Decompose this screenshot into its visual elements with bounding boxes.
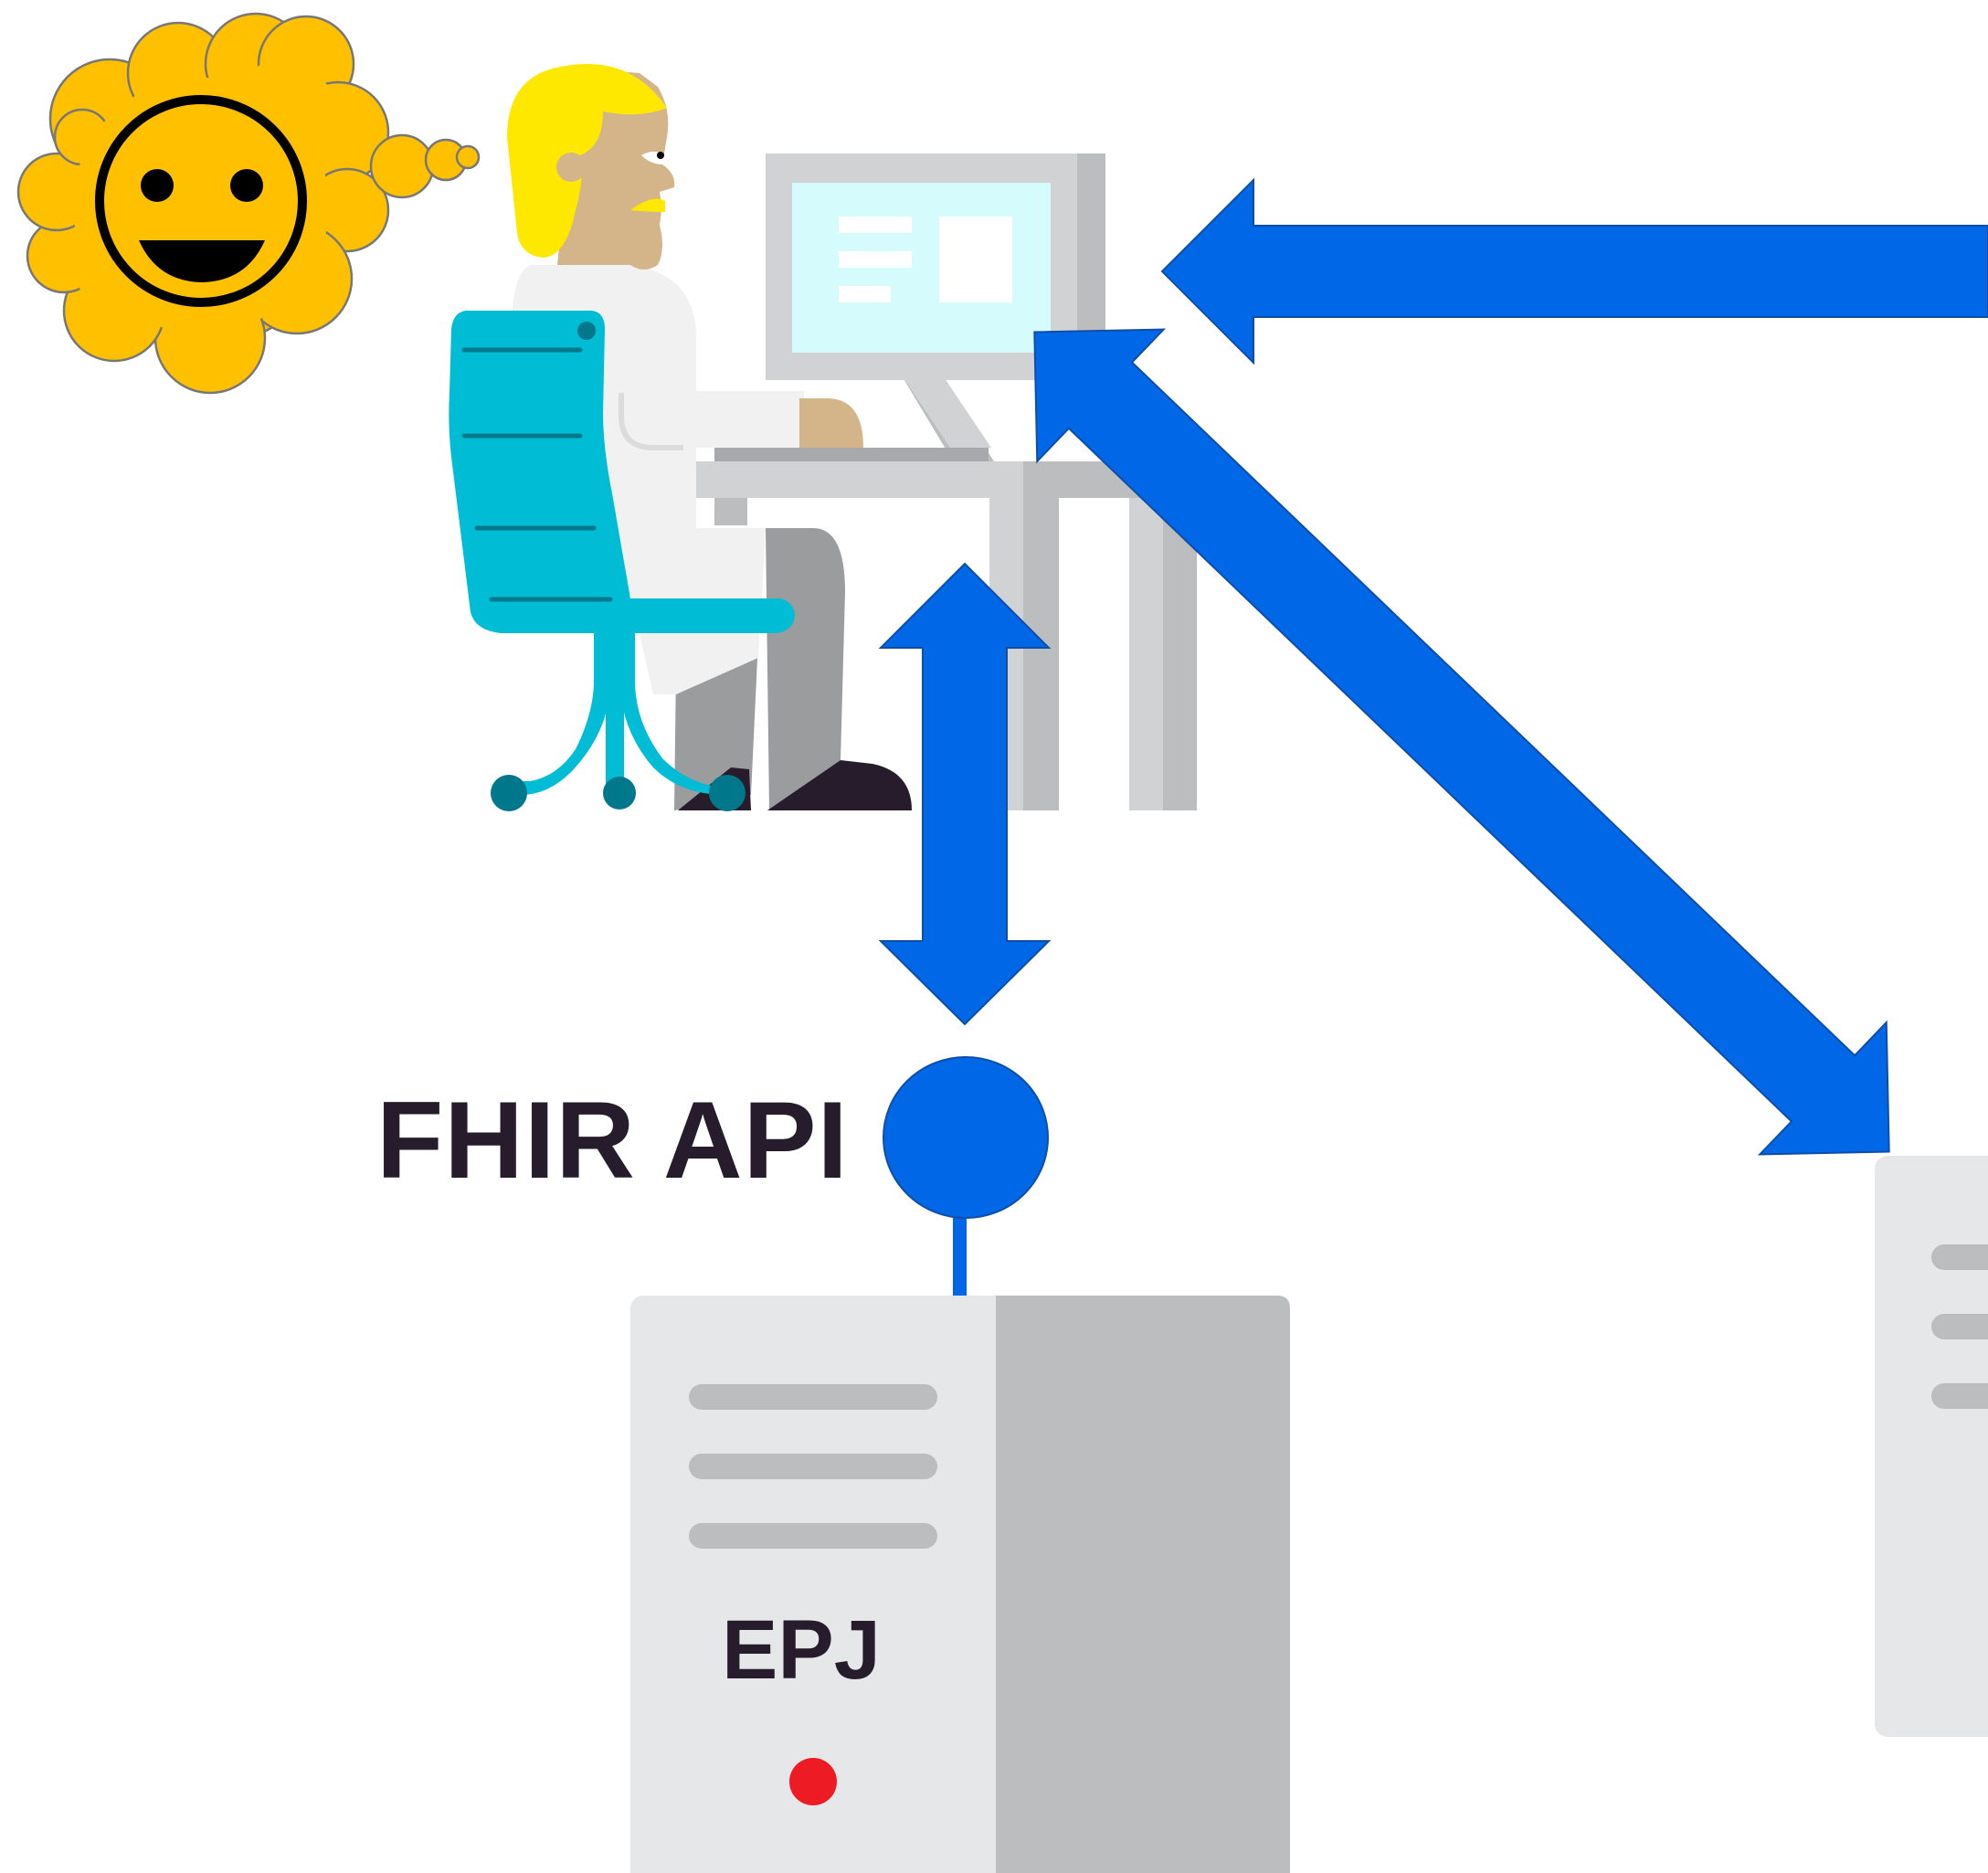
- server-label: EPJ: [722, 1603, 881, 1697]
- api-label: FHIR API: [376, 1079, 849, 1201]
- smiley-thought-cloud-icon: [16, 12, 481, 395]
- double-arrow-icon: [1033, 328, 1890, 1156]
- double-arrow-icon: [1160, 177, 1988, 365]
- desktop-monitor-icon: [766, 153, 1105, 464]
- api-endpoint-circle-icon: [883, 1056, 1049, 1297]
- server-tower-icon: [1875, 1156, 1988, 1737]
- status-indicator-light: [789, 1758, 837, 1805]
- clinician-at-desk-icon: [449, 63, 1197, 811]
- server-tower-icon: [630, 1296, 1290, 1873]
- double-arrow-icon: [878, 562, 1052, 1026]
